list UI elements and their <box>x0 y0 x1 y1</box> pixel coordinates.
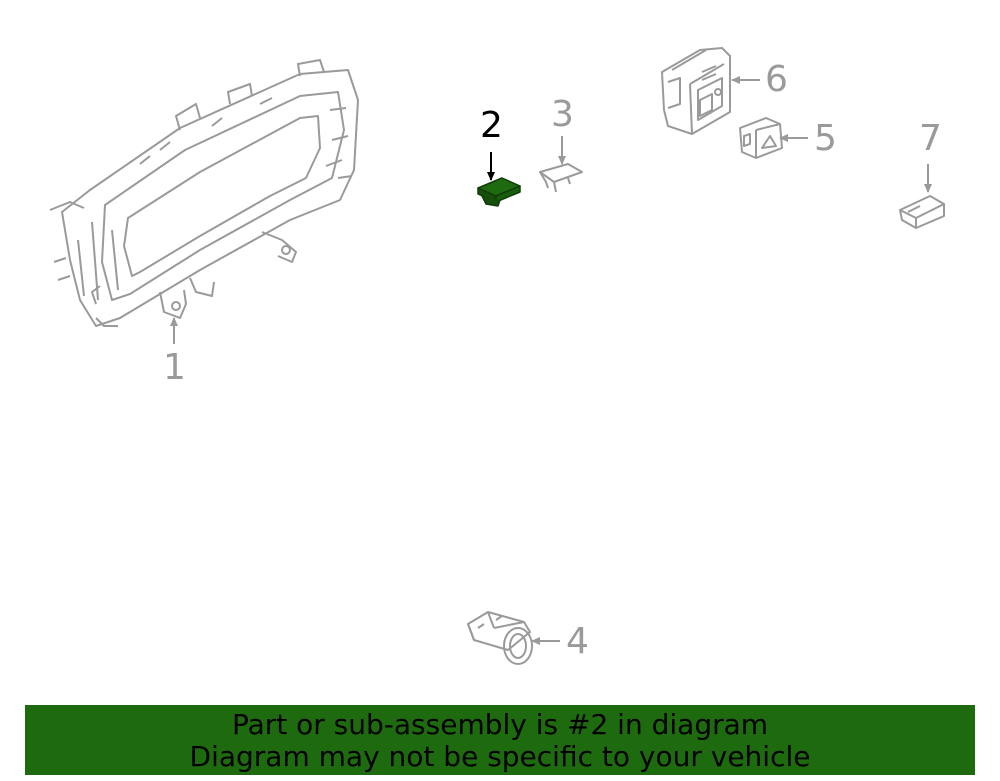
part-7-connector <box>899 195 945 229</box>
callout-6: 6 <box>765 59 788 100</box>
callout-3: 3 <box>551 94 574 135</box>
part-5-hazard-switch <box>739 117 783 159</box>
callout-7: 7 <box>919 118 942 159</box>
callout-2: 2 <box>480 105 503 146</box>
part-3-bracket <box>539 163 583 193</box>
callout-1: 1 <box>163 347 186 388</box>
banner-line-1: Part or sub-assembly is #2 in diagram <box>231 708 769 741</box>
part-4-socket <box>467 611 533 665</box>
parts-diagram <box>49 47 945 665</box>
callout-5: 5 <box>814 118 837 159</box>
callout-4: 4 <box>566 621 589 662</box>
banner-line-2: Diagram may not be specific to your vehi… <box>189 740 811 773</box>
part-2-clip <box>477 177 521 207</box>
part-1-instrument-cluster <box>49 59 359 327</box>
info-banner: Part or sub-assembly is #2 in diagram Di… <box>25 705 975 775</box>
leader-arrows <box>170 76 932 645</box>
part-6-switch-panel <box>661 47 731 135</box>
